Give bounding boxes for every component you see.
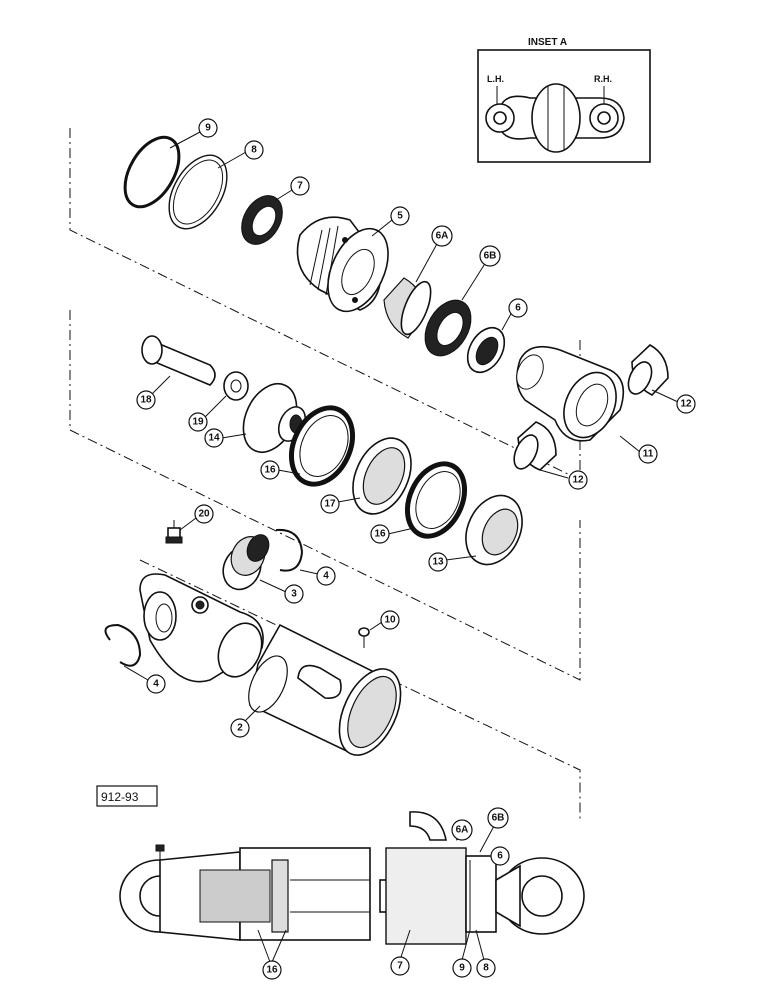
callout-18: 18	[136, 390, 156, 410]
callout-12-b: 12	[568, 470, 588, 490]
section-callout-6a: 6A	[451, 819, 473, 841]
seal-6	[466, 326, 506, 374]
callout-2: 2	[230, 718, 250, 738]
svg-text:3: 3	[291, 589, 297, 600]
seal-ring-16-a	[289, 405, 355, 487]
svg-text:12: 12	[680, 399, 692, 410]
svg-text:6B: 6B	[492, 813, 505, 824]
svg-text:5: 5	[397, 211, 403, 222]
bushing-6a	[383, 277, 432, 339]
callout-14: 14	[204, 428, 224, 448]
svg-text:7: 7	[297, 181, 303, 192]
cylinder-tube-2	[248, 623, 402, 756]
screw-10	[358, 627, 370, 648]
svg-text:16: 16	[264, 465, 276, 476]
snap-ring-9	[123, 135, 181, 209]
svg-text:14: 14	[208, 433, 220, 444]
sectional-view	[119, 811, 585, 945]
callout-19: 19	[188, 412, 208, 432]
inset-right-label: R.H.	[594, 74, 612, 84]
svg-text:9: 9	[205, 123, 211, 134]
callout-4-b: 4	[146, 674, 166, 694]
callout-16-b: 16	[370, 524, 390, 544]
svg-text:20: 20	[198, 509, 210, 520]
section-callout-16: 16	[262, 960, 282, 980]
gland-5	[296, 216, 389, 313]
base-end-tube	[139, 573, 264, 683]
retaining-ring-4-a	[275, 528, 304, 572]
callout-8: 8	[244, 140, 264, 160]
svg-text:6: 6	[497, 851, 503, 862]
rod-eye-11	[516, 345, 625, 442]
section-callout-6b: 6B	[487, 807, 509, 829]
svg-text:8: 8	[251, 145, 257, 156]
svg-text:13: 13	[432, 557, 444, 568]
svg-text:10: 10	[384, 615, 396, 626]
reference-number: 912-93	[101, 790, 139, 804]
reference-box: 912-93	[96, 785, 158, 807]
pin-18	[141, 335, 216, 386]
section-callout-9: 9	[452, 958, 472, 978]
svg-text:6A: 6A	[436, 231, 449, 242]
callout-16-a: 16	[260, 460, 280, 480]
seal-7	[241, 195, 283, 245]
svg-text:6: 6	[515, 303, 521, 314]
svg-text:4: 4	[153, 679, 159, 690]
piston-14	[242, 383, 307, 453]
wear-ring-17	[352, 437, 412, 515]
svg-text:9: 9	[459, 963, 465, 974]
svg-text:7: 7	[397, 961, 403, 972]
callout-12-a: 12	[676, 394, 696, 414]
inset-left-label: L.H.	[487, 74, 504, 84]
washer-19	[223, 371, 249, 401]
svg-text:16: 16	[374, 529, 386, 540]
callout-4-a: 4	[316, 566, 336, 586]
retaining-ring-4-b	[104, 623, 142, 667]
wiper-6b	[424, 299, 472, 357]
bushing-12-a	[627, 344, 669, 396]
callout-10: 10	[380, 610, 400, 630]
svg-text:18: 18	[140, 395, 152, 406]
section-callout-8: 8	[476, 958, 496, 978]
callout-3: 3	[284, 584, 304, 604]
piston-13	[465, 494, 523, 566]
svg-text:16: 16	[266, 965, 278, 976]
svg-text:19: 19	[192, 417, 204, 428]
section-callout-7: 7	[390, 956, 410, 976]
inset-a: INSET A L.H. R.H.	[477, 37, 651, 163]
callout-9: 9	[198, 118, 218, 138]
backup-ring-8	[168, 154, 228, 230]
svg-text:12: 12	[572, 475, 584, 486]
callout-6a: 6A	[431, 225, 453, 247]
callout-17: 17	[320, 494, 340, 514]
callout-7: 7	[290, 176, 310, 196]
callout-6: 6	[508, 298, 528, 318]
bushing-3	[222, 534, 270, 591]
svg-text:11: 11	[643, 449, 654, 460]
callout-20: 20	[194, 504, 214, 524]
callout-13: 13	[428, 552, 448, 572]
callout-5: 5	[390, 206, 410, 226]
svg-text:17: 17	[324, 499, 336, 510]
callout-leaders	[123, 131, 679, 963]
svg-text:2: 2	[237, 723, 243, 734]
inset-title: INSET A	[528, 37, 567, 48]
svg-text:8: 8	[483, 963, 489, 974]
section-callout-6: 6	[490, 846, 510, 866]
callout-11: 11	[638, 444, 658, 464]
svg-text:6B: 6B	[484, 251, 497, 262]
svg-text:4: 4	[323, 571, 329, 582]
seal-ring-16-b	[404, 461, 468, 539]
grease-fitting-20	[165, 520, 183, 544]
bushing-12-b	[513, 421, 557, 471]
callout-6b: 6B	[479, 245, 501, 267]
svg-text:6A: 6A	[456, 825, 469, 836]
